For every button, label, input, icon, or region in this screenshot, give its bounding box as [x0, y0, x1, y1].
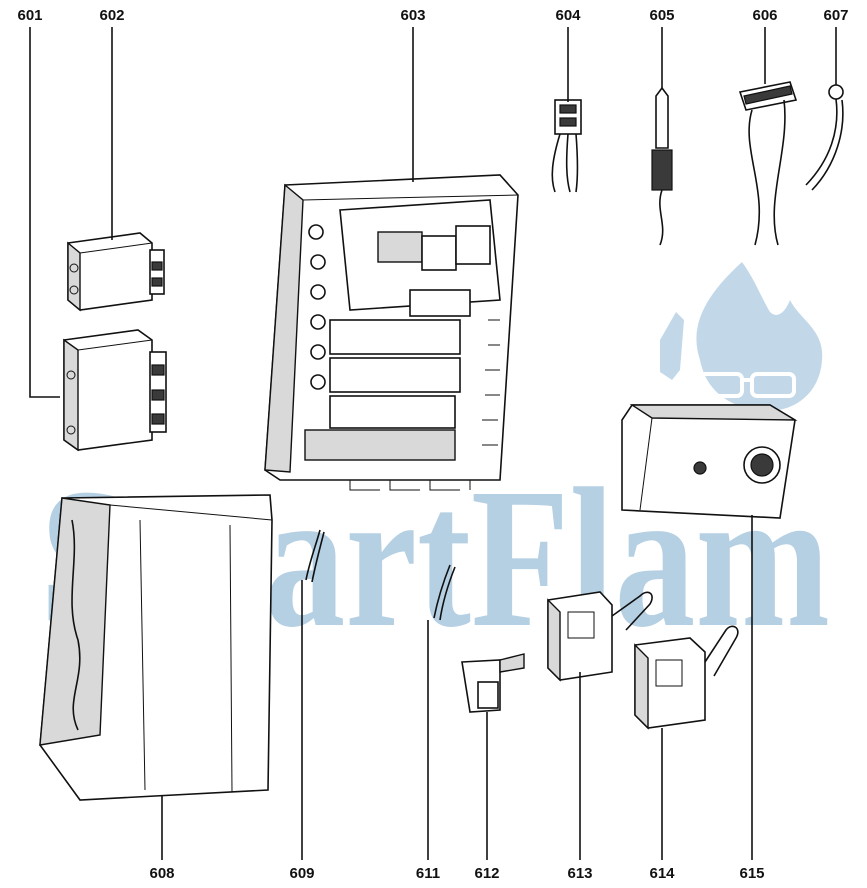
- part-608-housing-cover: [39, 494, 273, 801]
- part-604-connector: [551, 99, 582, 193]
- indicator-lamp-icon: [693, 461, 707, 475]
- part-613-valve-connector: [547, 591, 653, 682]
- part-611-wire: [433, 564, 456, 621]
- label-611: 611: [416, 865, 440, 882]
- part-601-relay: [63, 329, 167, 452]
- terminal-strip: [308, 224, 326, 390]
- part-602-relay: [67, 232, 165, 312]
- label-612: 612: [474, 865, 499, 882]
- label-606: 606: [752, 7, 777, 24]
- label-615: 615: [739, 865, 764, 882]
- label-609: 609: [289, 865, 314, 882]
- part-615-reset-unit: [621, 404, 798, 519]
- part-609-wire: [305, 529, 325, 583]
- label-601: 601: [17, 7, 42, 24]
- label-603: 603: [400, 7, 425, 24]
- part-labels: 601 602 603 604 605 606 607 608 609 611 …: [17, 7, 848, 882]
- label-602: 602: [99, 7, 124, 24]
- label-614: 614: [649, 865, 675, 882]
- part-612-plug: [461, 653, 525, 713]
- label-607: 607: [823, 7, 848, 24]
- label-605: 605: [649, 7, 674, 24]
- part-605-probe: [651, 86, 673, 246]
- part-614-valve-connector: [634, 625, 739, 730]
- flame-logo-icon: [660, 262, 823, 412]
- part-603-control-board: [264, 174, 519, 491]
- leader-lines: [29, 27, 837, 860]
- part-606-cable-connector: [738, 81, 798, 246]
- part-607-ground-wire: [805, 84, 844, 191]
- label-608: 608: [149, 865, 174, 882]
- label-613: 613: [567, 865, 592, 882]
- label-604: 604: [555, 7, 581, 24]
